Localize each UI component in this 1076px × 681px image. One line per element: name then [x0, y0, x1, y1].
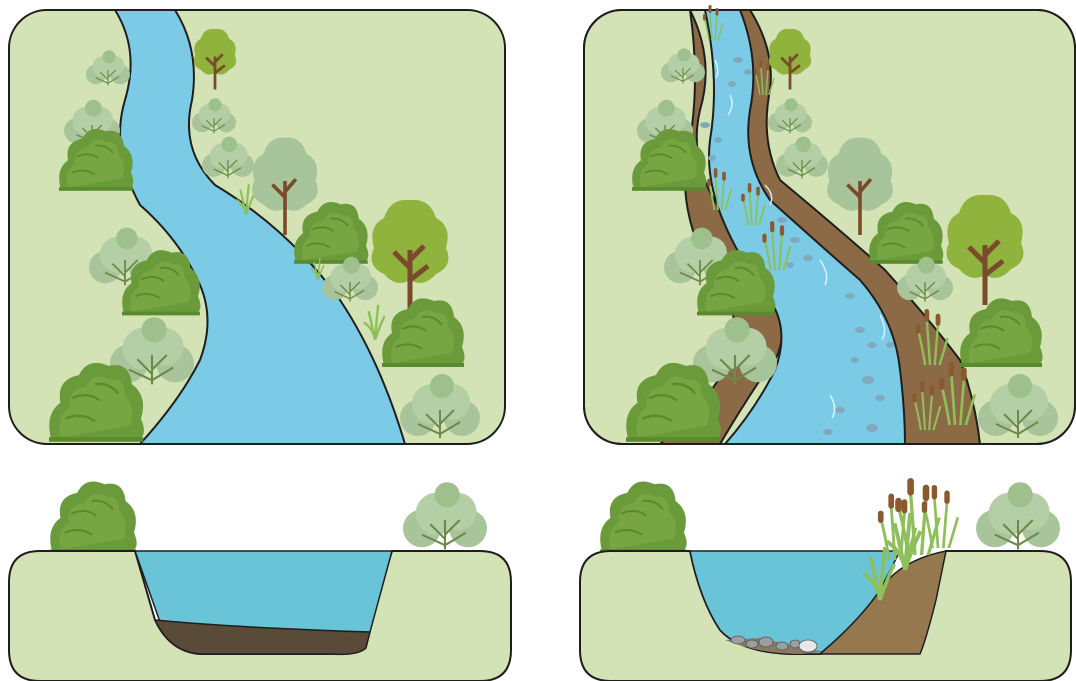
channelized-plan-panel [9, 10, 505, 444]
shrub [976, 482, 1060, 549]
restored-section-panel [580, 478, 1071, 681]
shrub [600, 482, 687, 554]
restored-plan-panel [584, 5, 1075, 444]
shrub [50, 482, 137, 554]
channelized-section-panel [9, 482, 511, 681]
shrub [403, 482, 487, 549]
